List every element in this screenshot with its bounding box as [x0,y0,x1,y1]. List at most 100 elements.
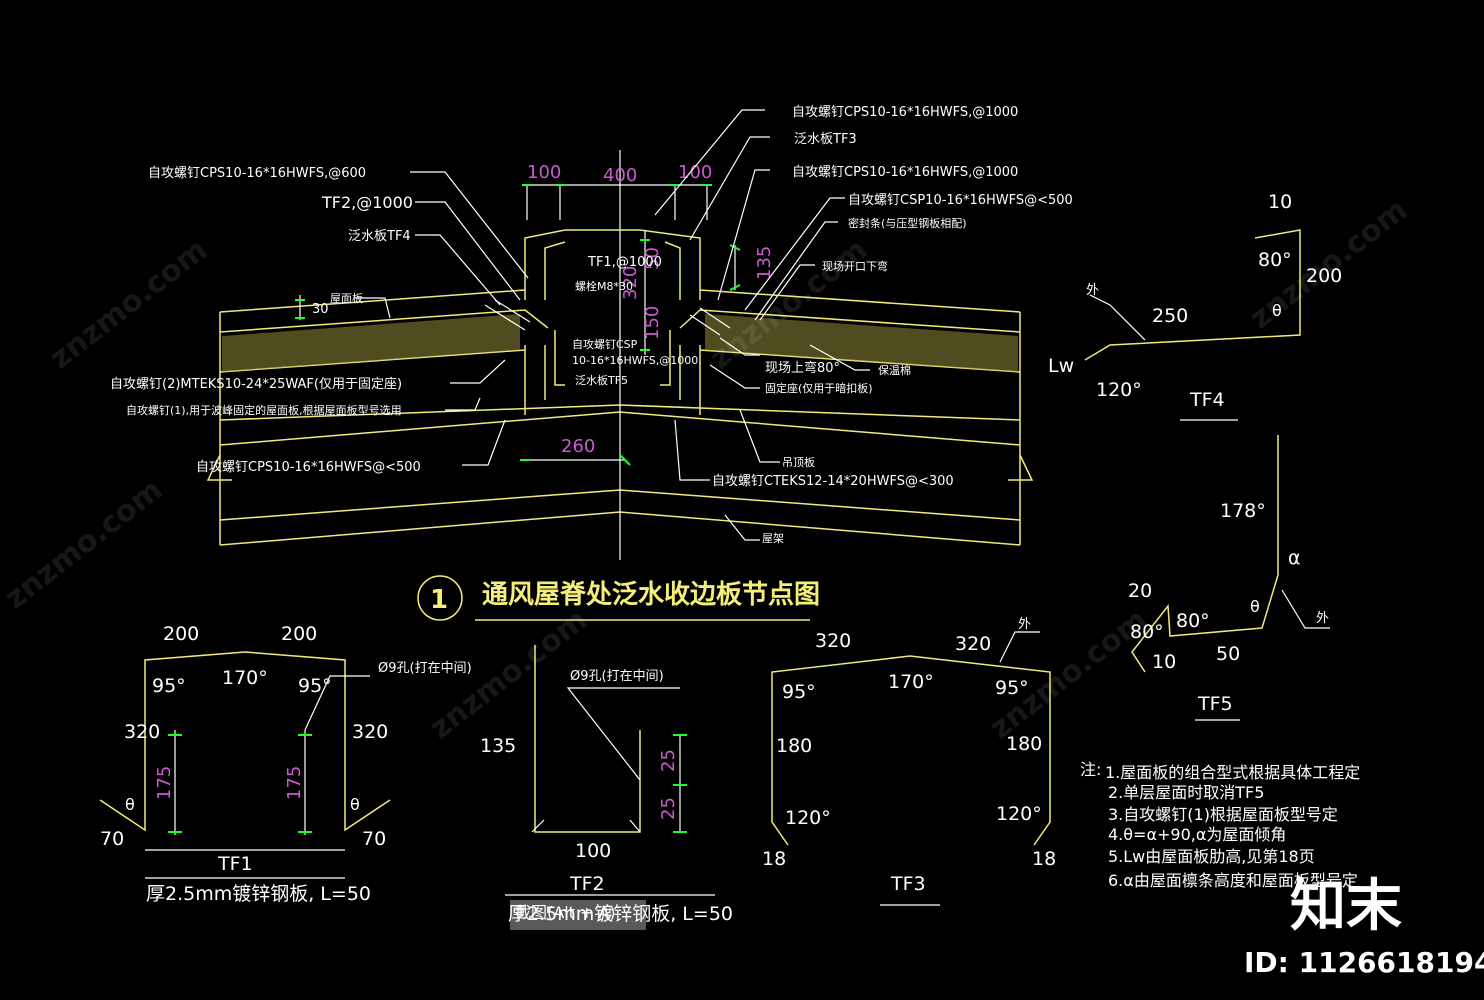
image-id: ID: 1126618194 [1244,946,1484,979]
dim-30: 30 [312,302,329,317]
tf4-angle-top: 80° [1258,249,1292,271]
tf1-width-right: 200 [281,623,317,645]
tf2-width: 100 [575,840,611,862]
callout-bolt: 螺栓M8*30 [575,279,633,293]
callout-tf2: TF2,@1000 [321,193,413,212]
tf1-hole-note: Ø9孔(打在中间) [378,661,472,676]
watermark-site-2: znzmo.com [0,472,169,616]
tf2-detail [505,645,715,896]
drawing-title [417,575,810,621]
tf4-length: 250 [1152,305,1188,327]
callout-field-bend-up: 现场上弯80° [765,360,840,376]
callout-tf3: 泛水板TF3 [794,132,857,147]
tf3-angle-left: 95° [782,681,816,703]
dim-135: 135 [754,246,775,280]
tf1-angle-left: 95° [152,675,186,697]
callout-insulation: 保温棉 [878,363,911,377]
tf3-hem-right: 18 [1032,848,1056,870]
tf3-angle-right: 95° [995,677,1029,699]
tf5-50: 50 [1216,643,1240,665]
screenshot-overlay-label: 截图(Alt + A) [515,903,616,922]
tf1-dim-right: 175 [284,766,305,800]
callout-roof-panel: 屋面板 [330,291,363,305]
tf2-height: 135 [480,735,516,757]
notes-block: 注: 1.屋面板的组合型式根据具体工程定 2.单层屋面时取消TF5 3.自攻螺钉… [1080,760,1360,890]
callout-tf4: 泛水板TF4 [348,229,411,244]
tf1-dim-left: 175 [154,766,175,800]
tf3-outer: 外 [1018,617,1031,632]
callout-screw-1: 自攻螺钉(1),用于波峰固定的屋面板,根据屋面板型号选用 [126,403,402,417]
tf3-width-right: 320 [955,633,991,655]
note-2: 2.单层屋面时取消TF5 [1108,783,1264,802]
callout-field-bend-down: 现场开口下弯 [822,259,888,273]
tf1-name: TF1 [217,853,253,875]
tf3-height-left: 180 [776,735,812,757]
tf3-width-left: 320 [815,630,851,652]
dim-400: 400 [603,165,637,186]
note-6: 6.α由屋面檩条高度和屋面板型号定 [1108,871,1358,890]
page-title: 通风屋脊处泛水收边板节点图 [482,579,820,610]
tf2-name: TF2 [569,873,605,895]
callout-csp-label: 自攻螺钉CSP [572,337,638,351]
callout-fixing-seat: 固定座(仅用于暗扣板) [765,381,873,395]
notes-label: 注: [1080,760,1101,779]
tf5-10: 10 [1152,651,1176,673]
callout-cteks: 自攻螺钉CTEKS12-14*20HWFS@<300 [712,474,954,489]
dim-320: 320 [620,266,641,300]
tf4-lw: Lw [1048,355,1074,377]
tf4-height: 200 [1306,265,1342,287]
screenshot-overlay-box [510,900,646,930]
tf5-outer: 外 [1316,611,1329,626]
callout-tf5: 泛水板TF5 [575,373,628,387]
tf2-dim-top: 25 [658,749,679,772]
tf1-height-left: 320 [124,721,160,743]
callout-cps-1000-mid: 自攻螺钉CPS10-16*16HWFS,@1000 [792,165,1018,180]
callout-truss: 屋架 [762,532,784,545]
watermark-site-5: znzmo.com [983,602,1154,746]
tf5-name: TF5 [1197,693,1233,715]
tf1-base-left: 70 [100,828,124,850]
tf4-detail [1084,229,1301,421]
tf5-detail [1131,435,1330,721]
tf5-80-right: 80° [1176,610,1210,632]
tf1-theta-right: θ [350,795,360,814]
tf5-alpha: α [1288,547,1301,569]
tf3-bend-right: 120° [996,803,1042,825]
watermark-site-1: znzmo.com [43,232,214,376]
tf2-dim-bottom: 25 [658,797,679,820]
note-3: 3.自攻螺钉(1)根据屋面板型号定 [1108,805,1338,824]
callout-csp-spec: 10-16*16HWFS,@1000. [572,354,702,367]
note-5: 5.Lw由屋面板肋高,见第18页 [1108,847,1315,866]
note-4: 4.θ=α+90,α为屋面倾角 [1108,825,1286,844]
dim-100-left: 100 [527,162,561,183]
dim-150: 150 [642,306,663,340]
callout-csp-500: 自攻螺钉CSP10-16*16HWFS@<500 [848,193,1073,208]
callout-cps-500: 自攻螺钉CPS10-16*16HWFS@<500 [196,460,421,475]
tf5-theta: θ [1250,597,1260,616]
tf5-20: 20 [1128,580,1152,602]
callout-cps-600: 自攻螺钉CPS10-16*16HWFS,@600 [148,166,366,181]
tf1-theta-left: θ [125,795,135,814]
tf1-angle-top: 170° [222,667,268,689]
tf4-theta: θ [1272,301,1282,320]
note-1: 1.屋面板的组合型式根据具体工程定 [1105,763,1360,782]
tf3-angle-top: 170° [888,671,934,693]
tf3-hem-left: 18 [762,848,786,870]
dim-50: 50 [642,247,663,270]
tf4-name: TF4 [1189,389,1225,411]
tf1-base-right: 70 [362,828,386,850]
brand-logo: 知末 [1290,874,1402,939]
dim-260: 260 [561,436,595,457]
dimension-lines [295,184,741,466]
dim-100-right: 100 [678,162,712,183]
leader-lines [356,109,870,541]
tf1-height-right: 320 [352,721,388,743]
callout-seal-strip: 密封条(与压型钢板相配) [848,216,967,230]
callout-cps-1000-top: 自攻螺钉CPS10-16*16HWFS,@1000 [792,105,1018,120]
tf1-detail [99,651,391,879]
tf5-angle-top: 178° [1220,500,1266,522]
tf1-spec: 厚2.5mm镀锌钢板, L=50 [146,883,371,905]
callout-ceiling: 吊顶板 [782,455,815,469]
tf3-height-right: 180 [1006,733,1042,755]
